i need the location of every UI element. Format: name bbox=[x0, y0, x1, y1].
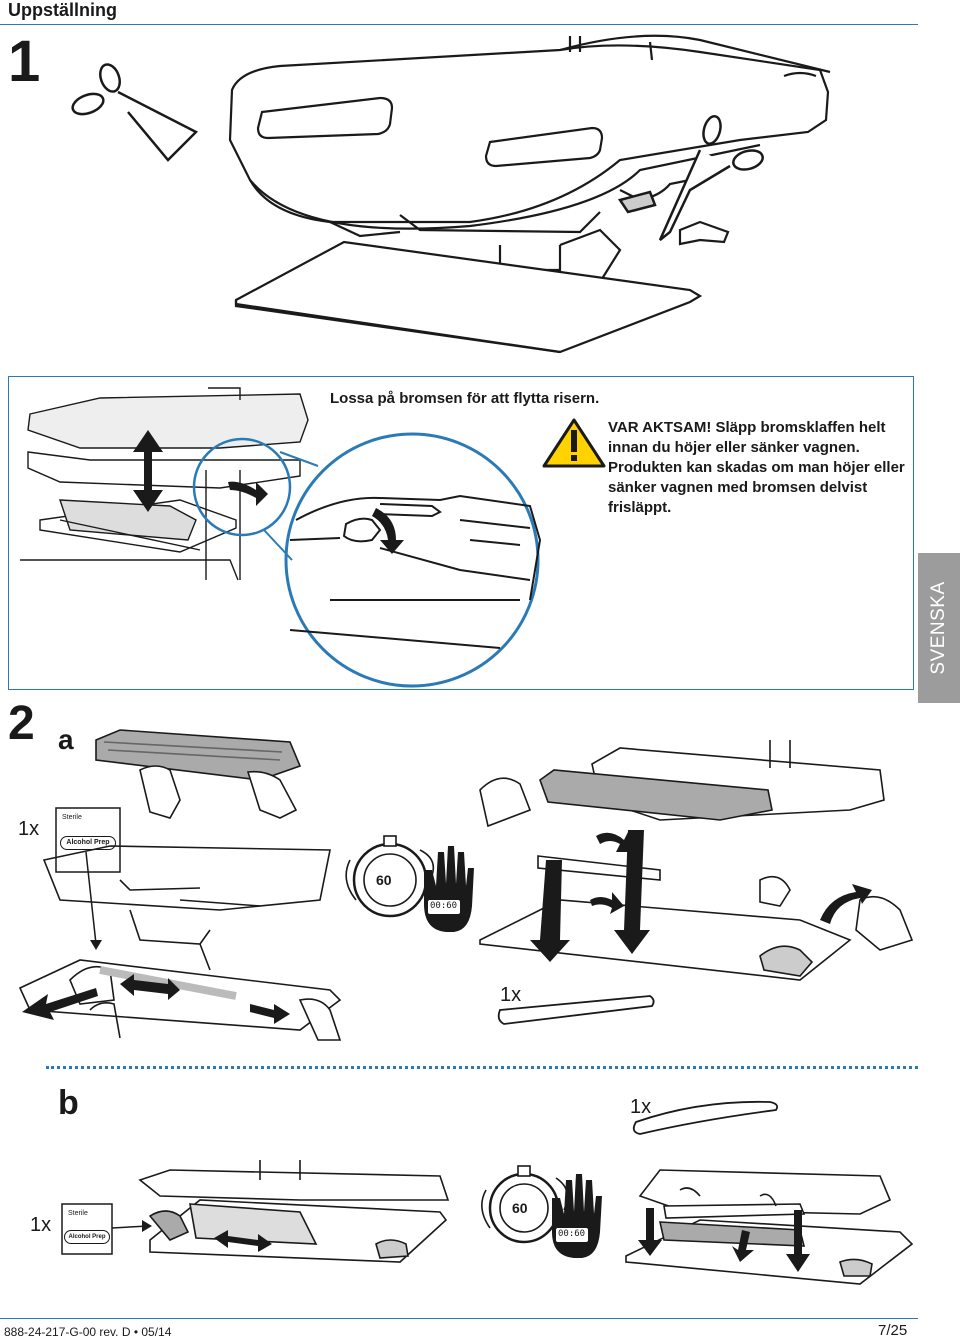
hand-stop-icon bbox=[424, 846, 474, 932]
timer-seconds-2b: 60 bbox=[512, 1200, 528, 1216]
arrows-2b-right bbox=[638, 1208, 810, 1272]
scissors-icon bbox=[71, 63, 199, 162]
arrow-icons-2a bbox=[22, 974, 290, 1024]
qty-wipe-2b: 1x bbox=[30, 1214, 52, 1236]
page-title: Uppställning bbox=[8, 0, 117, 20]
arrows-2b-left bbox=[214, 1230, 272, 1252]
curved-arrow-icon bbox=[228, 481, 404, 554]
scissors-icon-2 bbox=[617, 115, 764, 241]
warning-triangle-icon bbox=[542, 418, 606, 468]
brake-lever-detail bbox=[289, 494, 542, 649]
up-down-arrow-icon bbox=[133, 430, 163, 512]
step2a-keyboard-illustration bbox=[95, 729, 302, 819]
qty-palm-rest-2b: 1x bbox=[630, 1096, 652, 1118]
caution-panel bbox=[8, 376, 914, 690]
step-2-number: 2 bbox=[8, 697, 35, 750]
palm-rest-2b bbox=[632, 1100, 779, 1135]
packet-sterile-label: Sterile bbox=[62, 814, 82, 821]
timer-display: 00:60 bbox=[430, 901, 458, 911]
arrows-2a-right bbox=[530, 830, 872, 962]
hand-stop-icon-2b bbox=[552, 1174, 602, 1258]
caution-warning-text: VAR AKTSAM! Släpp bromsklaffen helt inna… bbox=[608, 419, 905, 516]
step2b-keyboard-illustration bbox=[138, 1160, 450, 1263]
alcohol-prep-packet-2b bbox=[61, 1203, 113, 1255]
packet-sterile-label-2b: Sterile bbox=[68, 1210, 88, 1217]
qty-wipe-2a: 1x bbox=[18, 818, 40, 840]
packet-alcohol-label: Alcohol Prep bbox=[60, 836, 116, 850]
timer-stopwatch-icon bbox=[345, 835, 435, 918]
page-number: 7/25 bbox=[878, 1322, 908, 1339]
packet-alcohol-label-2b: Alcohol Prep bbox=[64, 1230, 110, 1244]
header-divider bbox=[0, 24, 918, 25]
language-tab-label: SVENSKA bbox=[928, 581, 949, 675]
caution-cart-illustration bbox=[20, 387, 309, 581]
step-1-number: 1 bbox=[8, 29, 41, 94]
step-2a-letter: a bbox=[58, 724, 74, 755]
footer-divider bbox=[0, 1318, 918, 1319]
timer-display-2b: 00:60 bbox=[558, 1229, 586, 1239]
document-id: 888-24-217-G-00 rev. D • 05/14 bbox=[4, 1325, 172, 1339]
step2b-cart-illustration bbox=[625, 1169, 914, 1285]
brake-instruction: Lossa på bromsen för att flytta risern. bbox=[330, 390, 600, 407]
step1-cart-illustration bbox=[228, 34, 831, 354]
zoom-circle-small bbox=[192, 437, 292, 537]
zoom-circle-large bbox=[284, 432, 540, 688]
palm-rest-2a bbox=[497, 995, 655, 1025]
section-divider bbox=[46, 1066, 918, 1069]
step-2b-letter: b bbox=[58, 1084, 79, 1122]
qty-palm-rest-2a: 1x bbox=[500, 984, 522, 1006]
step2a-tray-illustration bbox=[18, 845, 342, 1041]
timer-stopwatch-icon-2b bbox=[481, 1165, 569, 1244]
language-tab: SVENSKA bbox=[918, 553, 960, 703]
timer-seconds: 60 bbox=[376, 872, 392, 888]
